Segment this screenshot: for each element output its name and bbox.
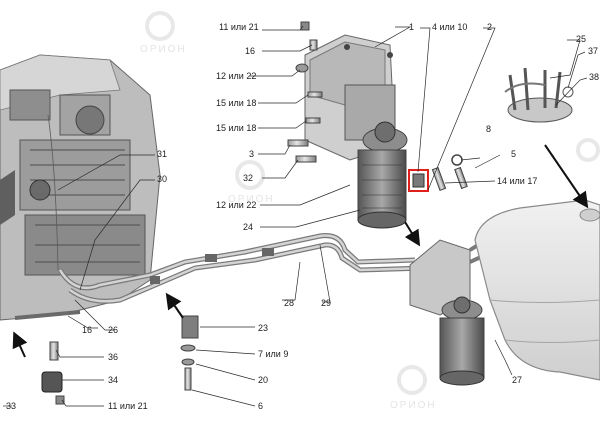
label-26: 26 [108,325,118,335]
label-23: 23 [258,323,268,333]
watermark-text: ОРИОН [390,400,437,411]
bracket-23 [181,315,199,339]
label-11-or-21: 11 или 21 [108,401,148,411]
label-27: 27 [512,375,522,385]
label-24: 24 [243,222,253,232]
washer-20 [181,358,195,366]
label-16: 16 [82,325,92,335]
direction-arrows [12,144,589,358]
label-5: 5 [511,149,516,159]
label-3: 3 [249,149,254,159]
label-20: 20 [258,375,268,385]
label-12-or-22: 12 или 22 [216,71,256,81]
fuel-sender-unit [504,67,574,123]
label-16: 16 [245,46,255,56]
label-14-or-17: 14 или 17 [497,176,537,186]
leader-lines [3,25,588,407]
clip-4 [412,173,425,188]
label-28: 28 [284,298,294,308]
bolt-6 [184,367,192,391]
washer-8 [451,154,463,166]
nut-11-lower [55,395,65,405]
bolt-14 [431,166,447,192]
label-32: 32 [243,173,253,183]
label-25: 25 [576,34,586,44]
label-8: 8 [486,124,491,134]
watermark-text: ОРИОН [228,194,275,205]
fuel-filter-bottom [409,239,485,386]
label-34: 34 [108,375,118,385]
clamp-34 [41,371,63,393]
fuel-tank [474,199,600,381]
label-7-or-9: 7 или 9 [258,349,288,359]
watermark-logo: ОРИОН ОРИОН ОРИОН [140,11,600,411]
washer-12 [295,63,309,73]
nut-11 [300,21,310,31]
watermark-text: ОРИОН [140,44,187,55]
label-4-or-10: 4 или 10 [432,22,467,32]
label-38: 38 [589,72,599,82]
label-15-or-18: 15 или 18 [216,98,256,108]
fitting-32 [295,155,317,163]
fitting-3 [287,139,309,147]
label-36: 36 [108,352,118,362]
engine [0,54,161,321]
label-11-or-21: 11 или 21 [219,22,259,32]
label-30: 30 [157,174,167,184]
small-parts [41,21,468,405]
fuel-filter-top [304,34,408,229]
bolt-5 [454,166,468,190]
label-29: 29 [321,298,331,308]
bolt-16-lower [49,341,59,361]
label-31: 31 [157,149,167,159]
label-6: 6 [258,401,263,411]
label-2: 2 [487,22,492,32]
label-1: 1 [409,22,414,32]
bolt-16 [309,39,318,51]
bolt-15 [307,91,323,98]
label-33: 33 [6,401,16,411]
washer-7 [180,344,196,352]
label-12-or-22: 12 или 22 [216,200,256,210]
label-15-or-18: 15 или 18 [216,123,256,133]
label-37: 37 [588,46,598,56]
callout-labels: 11 или 21 16 12 или 22 15 или 18 15 или … [6,22,599,411]
